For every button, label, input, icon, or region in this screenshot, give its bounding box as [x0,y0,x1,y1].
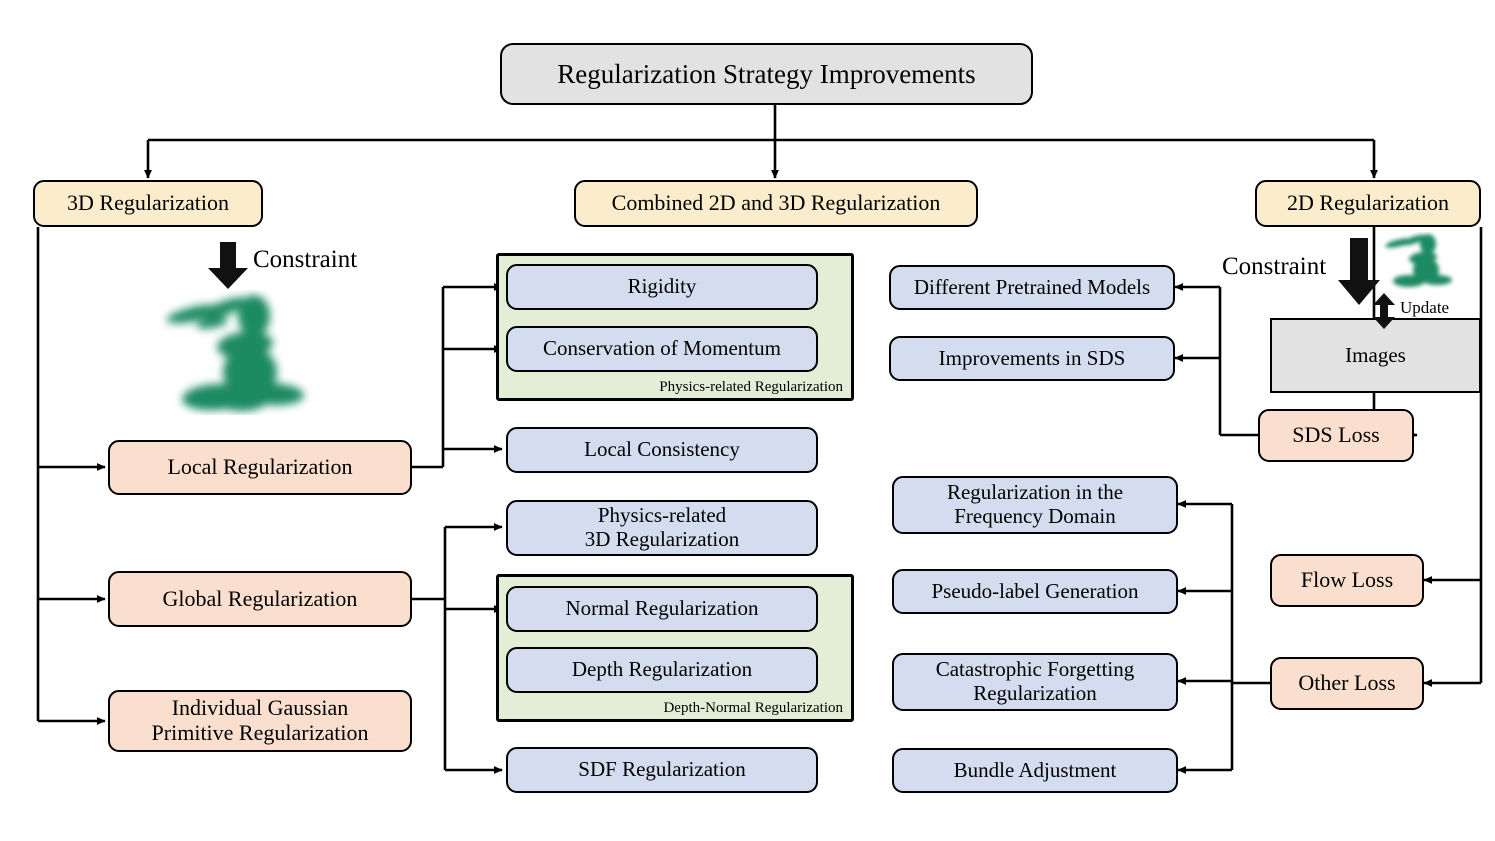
node-depth-regularization[interactable]: Depth Regularization [506,647,818,693]
flow-loss-label: Flow Loss [1300,567,1394,593]
global-regularization-label: Global Regularization [162,585,358,611]
frequency-domain-line2: Frequency Domain [954,504,1116,528]
local-regularization-label: Local Regularization [167,454,353,480]
constraint-label-right: Constraint [1222,253,1327,280]
catastrophic-forgetting-line2: Regularization [973,681,1097,705]
page-title: Regularization Strategy Improvements [557,58,976,89]
branch-combined-label: Combined 2D and 3D Regularization [611,190,941,216]
node-bundle-adjustment[interactable]: Bundle Adjustment [892,748,1178,793]
node-conservation-of-momentum[interactable]: Conservation of Momentum [506,326,818,372]
physics-related-3d-line1: Physics-related [597,503,727,528]
conservation-of-momentum-label: Conservation of Momentum [543,336,781,361]
rigidity-label: Rigidity [627,274,697,299]
node-pseudo-label-generation[interactable]: Pseudo-label Generation [892,569,1178,614]
node-other-loss[interactable]: Other Loss [1270,657,1424,710]
node-local-consistency[interactable]: Local Consistency [506,427,818,473]
constraint-down-arrow-right [1337,238,1381,306]
pseudo-label-generation-label: Pseudo-label Generation [931,578,1139,603]
different-pretrained-models-label: Different Pretrained Models [913,274,1151,299]
normal-regularization-label: Normal Regularization [565,596,759,621]
branch-2d-label: 2D Regularization [1287,190,1449,216]
depth-regularization-label: Depth Regularization [571,657,753,682]
gaussian-bunny-illustration-left [150,290,320,415]
node-physics-related-3d-regularization[interactable]: Physics-related 3D Regularization [506,500,818,556]
constraint-down-arrow-left [207,242,249,290]
individual-gaussian-line1: Individual Gaussian [171,695,349,721]
update-label: Update [1400,298,1450,317]
individual-gaussian-line2: Primitive Regularization [151,720,369,745]
sdf-regularization-label: SDF Regularization [578,757,746,782]
root-title-box[interactable]: Regularization Strategy Improvements [500,43,1033,105]
node-improvements-in-sds[interactable]: Improvements in SDS [889,336,1175,381]
bundle-adjustment-label: Bundle Adjustment [953,757,1117,782]
branch-3d-label: 3D Regularization [67,190,229,216]
branch-2d-regularization[interactable]: 2D Regularization [1255,180,1481,227]
node-rigidity[interactable]: Rigidity [506,264,818,310]
node-sdf-regularization[interactable]: SDF Regularization [506,747,818,793]
group-depth-normal-caption: Depth-Normal Regularization [663,700,843,716]
node-normal-regularization[interactable]: Normal Regularization [506,586,818,632]
update-double-arrow [1372,293,1396,329]
node-local-regularization[interactable]: Local Regularization [108,440,412,495]
node-regularization-frequency-domain[interactable]: Regularization in the Frequency Domain [892,476,1178,534]
images-label: Images [1345,342,1406,367]
improvements-in-sds-label: Improvements in SDS [938,345,1126,370]
other-loss-label: Other Loss [1298,670,1396,696]
branch-combined-regularization[interactable]: Combined 2D and 3D Regularization [574,180,978,227]
node-different-pretrained-models[interactable]: Different Pretrained Models [889,265,1175,310]
local-consistency-label: Local Consistency [584,437,740,462]
sds-loss-label: SDS Loss [1292,422,1380,448]
node-sds-loss[interactable]: SDS Loss [1258,409,1414,462]
node-flow-loss[interactable]: Flow Loss [1270,554,1424,607]
node-catastrophic-forgetting-regularization[interactable]: Catastrophic Forgetting Regularization [892,653,1178,711]
group-physics-caption: Physics-related Regularization [659,379,843,395]
node-global-regularization[interactable]: Global Regularization [108,571,412,627]
gaussian-bunny-illustration-right [1378,232,1458,290]
branch-3d-regularization[interactable]: 3D Regularization [33,180,263,227]
node-individual-gaussian-primitive-regularization[interactable]: Individual Gaussian Primitive Regulariza… [108,690,412,752]
frequency-domain-line1: Regularization in the [946,480,1124,505]
node-images[interactable]: Images [1270,318,1481,393]
constraint-label-left: Constraint [253,246,358,273]
physics-related-3d-line2: 3D Regularization [584,527,740,551]
catastrophic-forgetting-line1: Catastrophic Forgetting [935,657,1135,682]
